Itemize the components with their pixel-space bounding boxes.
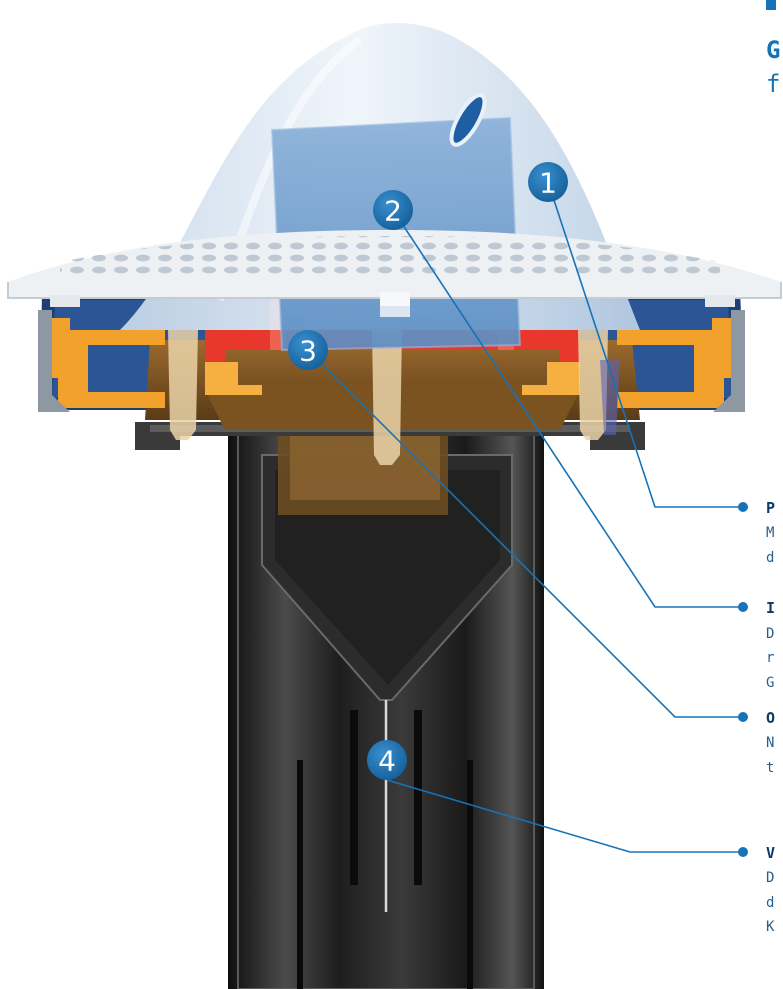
callout-label-4: V D d K <box>766 844 775 935</box>
header-accent-bar <box>766 0 776 10</box>
drain-pipe <box>228 420 544 989</box>
svg-text:4: 4 <box>378 745 396 778</box>
svg-text:D: D <box>766 626 774 642</box>
leader-lines <box>307 181 743 853</box>
svg-text:G: G <box>766 675 774 691</box>
orange-gaskets <box>38 310 745 412</box>
svg-text:P: P <box>766 499 775 517</box>
svg-text:d: d <box>766 550 774 566</box>
svg-text:I: I <box>766 599 775 617</box>
svg-text:2: 2 <box>384 195 402 228</box>
callout-label-3: O N t <box>766 709 775 776</box>
callout-marker-4: 4 <box>367 740 407 780</box>
leader-line-3 <box>307 349 743 718</box>
svg-text:t: t <box>766 760 774 776</box>
callout-label-2: I D r G <box>766 599 775 691</box>
callout-marker-2: 2 <box>373 190 413 230</box>
callout-label-1: P M d <box>766 499 775 566</box>
leader-line-1 <box>547 181 743 508</box>
leader-endpoints <box>738 502 748 857</box>
svg-text:r: r <box>766 650 774 666</box>
svg-text:K: K <box>766 919 775 935</box>
svg-text:D: D <box>766 870 774 886</box>
header-line-2: f <box>766 70 780 98</box>
svg-text:V: V <box>766 844 775 862</box>
mounting-pins <box>168 330 620 465</box>
svg-text:N: N <box>766 735 774 751</box>
header-line-1: G <box>766 36 780 64</box>
svg-text:1: 1 <box>539 167 557 200</box>
svg-text:M: M <box>766 525 774 541</box>
leader-line-4 <box>386 779 743 853</box>
svg-text:d: d <box>766 895 774 911</box>
perforated-grate <box>7 230 782 307</box>
svg-text:3: 3 <box>299 335 317 368</box>
callout-marker-3: 3 <box>288 330 328 370</box>
leader-line-2 <box>392 209 743 608</box>
callout-marker-1: 1 <box>528 162 568 202</box>
svg-text:O: O <box>766 709 775 727</box>
